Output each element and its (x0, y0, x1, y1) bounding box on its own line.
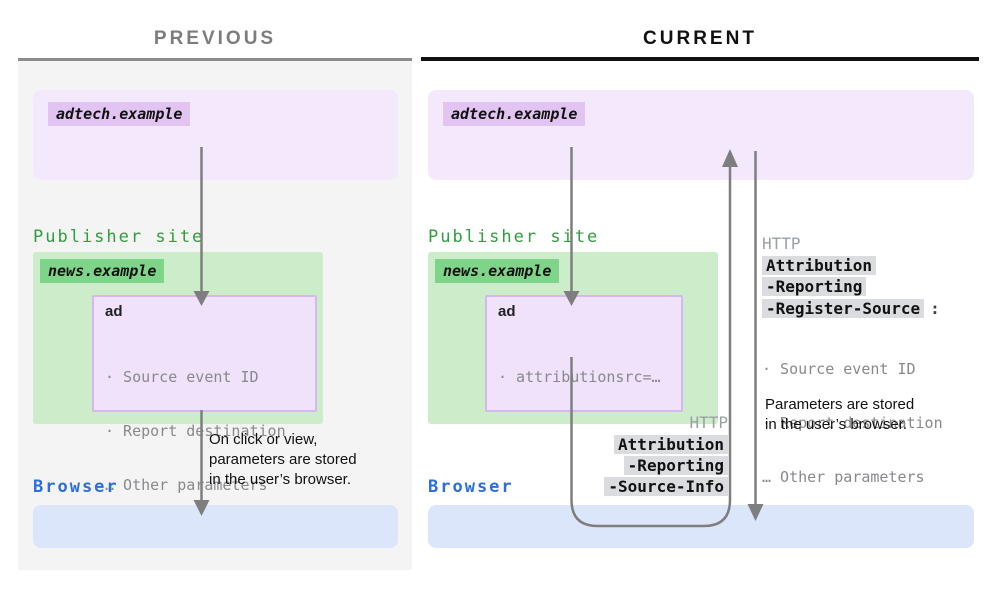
bullet-item: … Other parameters (762, 468, 925, 486)
current-browser-label: Browser (428, 477, 514, 497)
previous-adtech-box: adtech.example (33, 90, 398, 180)
current-publisher-label: Publisher site (428, 227, 600, 247)
note-line: in the user’s browser. (209, 471, 352, 488)
current-adtech-label: adtech.example (443, 102, 586, 126)
note-line: parameters are stored (209, 451, 357, 468)
request-header-part: Attribution (614, 435, 728, 454)
current-ad-box: ad · attributionsrc=… (485, 295, 683, 412)
response-header-part: Attribution (762, 256, 876, 275)
response-header-stack: HTTP Attribution -Reporting -Register-So… (762, 234, 943, 522)
current-title: CURRENT (643, 28, 757, 49)
current-note: Parameters are stored in the user’s brow… (765, 395, 914, 435)
previous-ad-bullets: · Source event ID · Report destination …… (105, 332, 286, 530)
bullet-item: · attributionsrc=… (498, 368, 661, 386)
previous-browser-box (33, 505, 398, 548)
note-line: On click or view, (209, 431, 318, 448)
previous-publisher-label: Publisher site (33, 227, 205, 247)
current-browser-box (428, 505, 974, 548)
bullet-item: · Source event ID (762, 360, 916, 378)
response-header-colon: : (930, 299, 940, 318)
request-header-part: -Reporting (623, 456, 728, 475)
previous-note: On click or view, parameters are stored … (209, 430, 357, 490)
response-http-label: HTTP (762, 234, 801, 253)
bullet-item: · Report destination (762, 414, 943, 432)
current-divider (421, 57, 979, 61)
previous-ad-title: ad (105, 303, 123, 320)
response-header-part: -Register-Source (762, 299, 925, 318)
note-line: Parameters are stored (765, 396, 915, 413)
current-news-label: news.example (435, 259, 560, 283)
request-http-label: HTTP (689, 413, 728, 432)
current-ad-title: ad (498, 303, 516, 320)
previous-divider (18, 58, 412, 61)
bullet-item: · Report destination (105, 422, 286, 440)
current-ad-bullets: · attributionsrc=… (498, 332, 661, 422)
previous-title: PREVIOUS (153, 28, 277, 49)
previous-browser-label: Browser (33, 477, 119, 497)
response-bullets: · Source event ID · Report destination …… (762, 324, 943, 522)
previous-ad-box: ad · Source event ID · Report destinatio… (92, 295, 317, 494)
request-header-stack: HTTP Attribution -Reporting -Source-Info (520, 413, 728, 498)
bullet-item: · Source event ID (105, 368, 259, 386)
current-adtech-box: adtech.example (428, 90, 974, 180)
bullet-item: … Other parameters (105, 476, 268, 494)
note-line: in the user’s browser. (765, 416, 908, 433)
previous-adtech-label: adtech.example (48, 102, 191, 126)
previous-news-label: news.example (40, 259, 165, 283)
response-header-part: -Reporting (762, 277, 867, 296)
request-header-part: -Source-Info (604, 477, 728, 496)
